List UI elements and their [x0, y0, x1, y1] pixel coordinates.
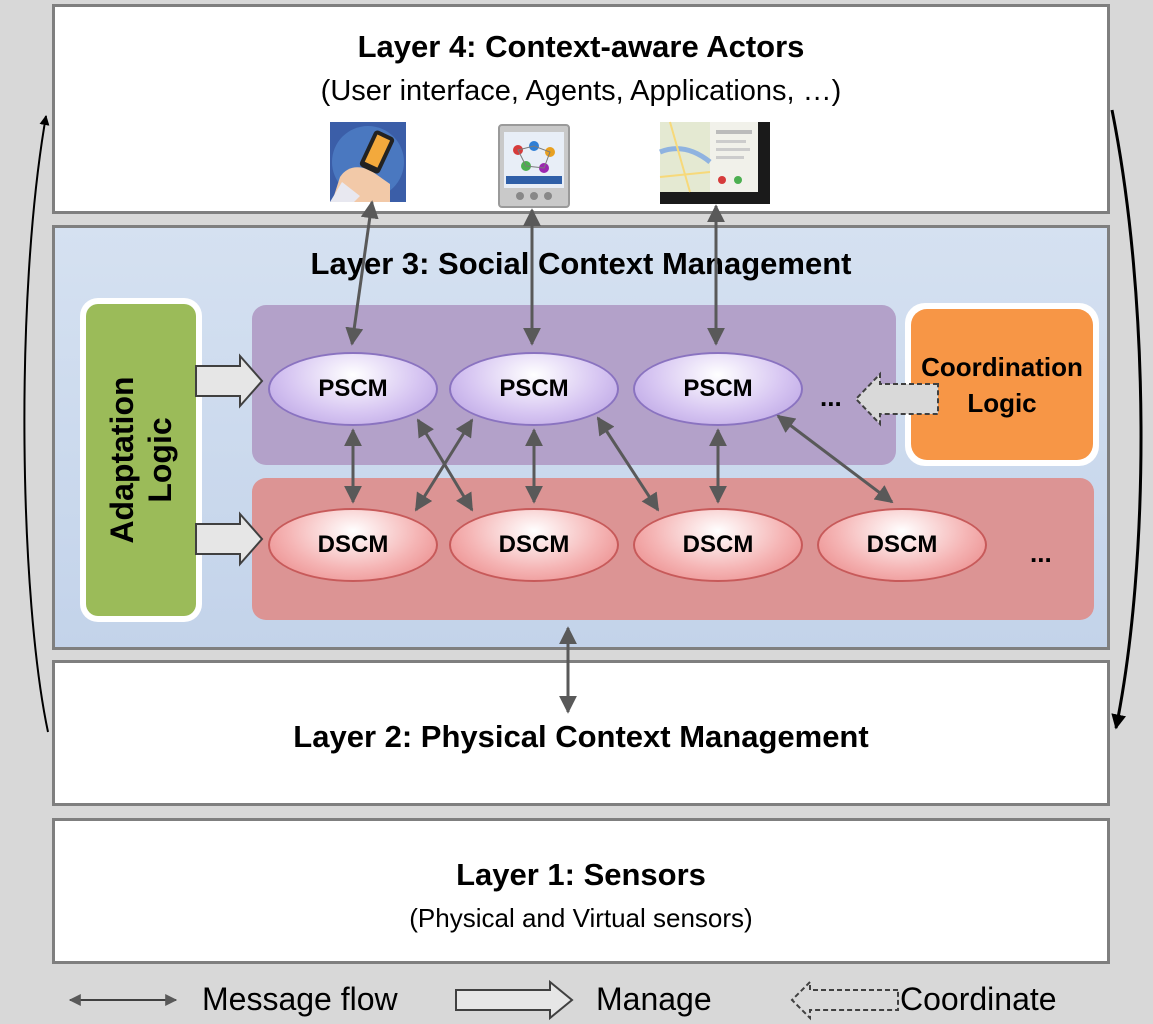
left-feedback-arrow	[23, 115, 50, 733]
legend-manage-icon	[455, 979, 574, 1021]
layer-1-box: Layer 1: Sensors (Physical and Virtual s…	[52, 818, 1110, 964]
dscm-node: DSCM	[817, 508, 987, 582]
coordinate-arrow	[854, 371, 939, 427]
layer-1-subtitle: (Physical and Virtual sensors)	[409, 903, 753, 933]
message-flow-arrow	[414, 418, 474, 512]
layer-2-box: Layer 2: Physical Context Management	[52, 660, 1110, 806]
pscm-more: ...	[820, 382, 842, 412]
adaptation-logic-box: Adaptation Logic	[80, 298, 202, 622]
pscm-node: PSCM	[268, 352, 438, 426]
social-network-app-icon	[498, 124, 570, 208]
manage-arrow	[195, 353, 264, 409]
legend-coordinate-label: Coordinate	[900, 981, 1057, 1017]
layer-4-title: Layer 4: Context-aware Actors	[357, 29, 805, 64]
legend-manage-label: Manage	[596, 981, 712, 1017]
pscm-node: PSCM	[449, 352, 619, 426]
layer-4-subtitle: (User interface, Agents, Applications, ……	[320, 75, 842, 107]
layer-4-box: Layer 4: Context-aware Actors (User inte…	[52, 4, 1110, 214]
layer-3-title: Layer 3: Social Context Management	[310, 246, 852, 281]
pscm-node: PSCM	[633, 352, 803, 426]
phone-in-hand-icon	[330, 122, 406, 202]
manage-arrow	[195, 511, 264, 567]
layer-1-title: Layer 1: Sensors	[456, 857, 706, 892]
legend-coordinate-icon	[790, 979, 899, 1021]
dscm-node: DSCM	[449, 508, 619, 582]
map-application-icon	[659, 121, 770, 204]
dscm-node: DSCM	[268, 508, 438, 582]
dscm-more: ...	[1030, 538, 1052, 568]
layer-2-title: Layer 2: Physical Context Management	[293, 719, 869, 754]
dscm-node: DSCM	[633, 508, 803, 582]
message-flow-arrow	[596, 416, 660, 512]
message-flow-arrow	[345, 200, 379, 346]
message-flow-arrow	[776, 414, 894, 504]
legend-message-flow-label: Message flow	[202, 981, 398, 1017]
coordination-logic-label: Coordination Logic	[921, 351, 1083, 418]
right-feedback-arrow	[1110, 109, 1143, 730]
